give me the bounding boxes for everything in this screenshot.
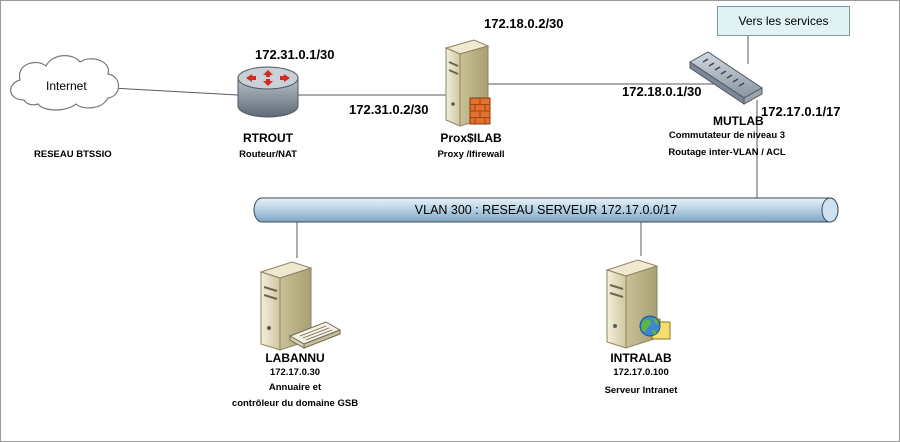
proxy-server-icon bbox=[444, 39, 490, 127]
services-box: Vers les services bbox=[717, 6, 850, 36]
mutlab-name: MUTLAB bbox=[713, 114, 764, 128]
proxy-ip-top: 172.18.0.2/30 bbox=[484, 16, 564, 31]
directory-card-icon bbox=[288, 321, 342, 349]
proxy-name: Prox$ILAB bbox=[440, 131, 502, 145]
mutlab-role-line2: Routage inter-VLAN / ACL bbox=[668, 147, 786, 158]
mutlab-ip-left: 172.18.0.1/30 bbox=[622, 84, 702, 99]
proxy-role: Proxy /Ifirewall bbox=[437, 149, 505, 160]
labannu-role-line1: Annuaire et bbox=[268, 382, 322, 393]
rtrout-ip-wan: 172.31.0.1/30 bbox=[255, 47, 335, 62]
rtrout-role: Routeur/NAT bbox=[239, 149, 297, 160]
router-icon bbox=[237, 66, 299, 118]
switch-icon bbox=[689, 51, 763, 105]
labannu-name: LABANNU bbox=[265, 351, 325, 365]
intralab-name: INTRALAB bbox=[610, 351, 672, 365]
network-name: RESEAU BTSSIO bbox=[34, 149, 112, 160]
intralab-role: Serveur Intranet bbox=[604, 385, 678, 396]
globe-icon bbox=[639, 315, 661, 337]
intralab-ip: 172.17.0.100 bbox=[613, 367, 669, 378]
labannu-server-icon bbox=[259, 261, 313, 351]
internet-label: Internet bbox=[46, 79, 87, 93]
mutlab-ip-right: 172.17.0.1/17 bbox=[761, 104, 841, 119]
vlan-label: VLAN 300 : RESEAU SERVEUR 172.17.0.0/17 bbox=[414, 203, 678, 217]
link-internet-router bbox=[111, 87, 239, 96]
proxy-ip-left: 172.31.0.2/30 bbox=[349, 102, 429, 117]
vlan-pipe bbox=[253, 197, 839, 223]
internet-cloud-icon bbox=[10, 55, 120, 111]
mutlab-role-line1: Commutateur de niveau 3 bbox=[668, 130, 786, 141]
labannu-ip: 172.17.0.30 bbox=[269, 367, 321, 378]
labannu-role-line2: contrôleur du domaine GSB bbox=[231, 398, 359, 409]
rtrout-name: RTROUT bbox=[243, 131, 293, 145]
firewall-icon bbox=[469, 97, 491, 125]
